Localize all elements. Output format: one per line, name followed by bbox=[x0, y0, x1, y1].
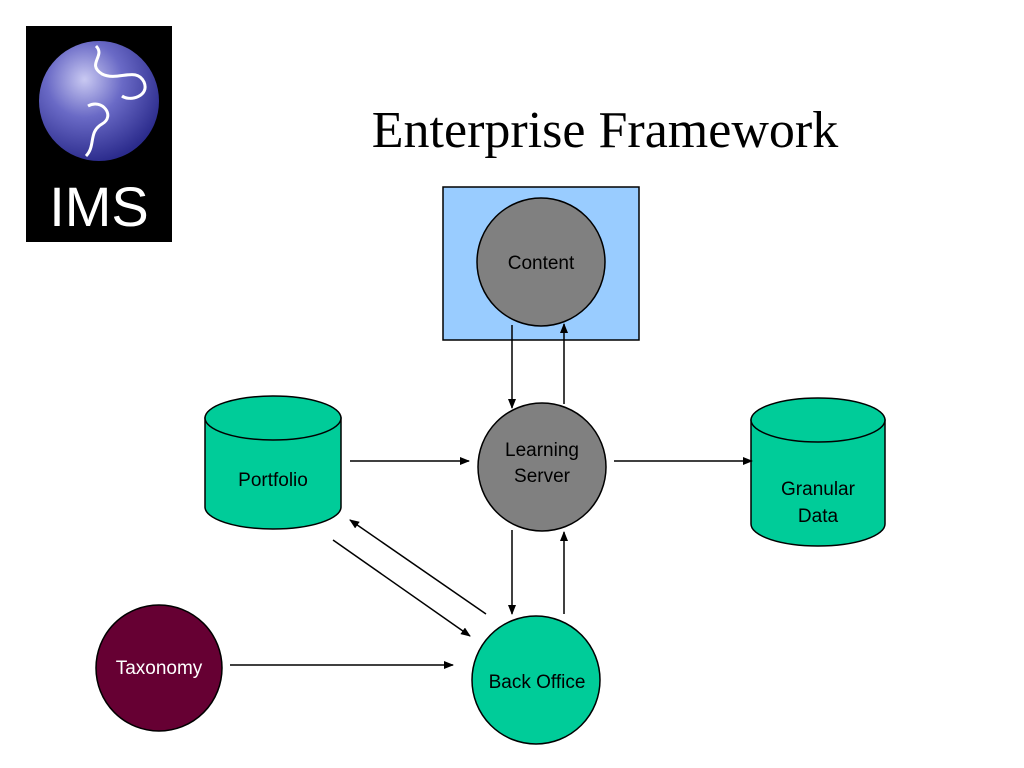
portfolio-label: Portfolio bbox=[238, 470, 308, 491]
page-title: Enterprise Framework bbox=[371, 102, 839, 159]
globe-icon: IMS bbox=[39, 41, 159, 238]
content-label: Content bbox=[508, 253, 575, 274]
granular-data-label-2: Data bbox=[798, 506, 839, 527]
back-office-label: Back Office bbox=[489, 672, 586, 693]
portfolio-node bbox=[204, 395, 342, 530]
logo-text: IMS bbox=[49, 175, 149, 238]
back-office-node bbox=[471, 615, 601, 745]
content-node bbox=[476, 197, 606, 327]
learning-server-node bbox=[477, 402, 607, 532]
taxonomy-label: Taxonomy bbox=[116, 658, 203, 679]
arrow-back-office-to-portfolio bbox=[349, 519, 487, 615]
ims-logo: IMS bbox=[26, 26, 172, 242]
learning-server-label-2: Server bbox=[514, 466, 571, 487]
arrow-portfolio-to-back-office bbox=[332, 539, 471, 637]
learning-server-label-1: Learning bbox=[505, 440, 579, 461]
granular-data-label-1: Granular bbox=[781, 479, 856, 500]
taxonomy-node bbox=[95, 604, 223, 732]
granular-data-node bbox=[750, 397, 886, 547]
